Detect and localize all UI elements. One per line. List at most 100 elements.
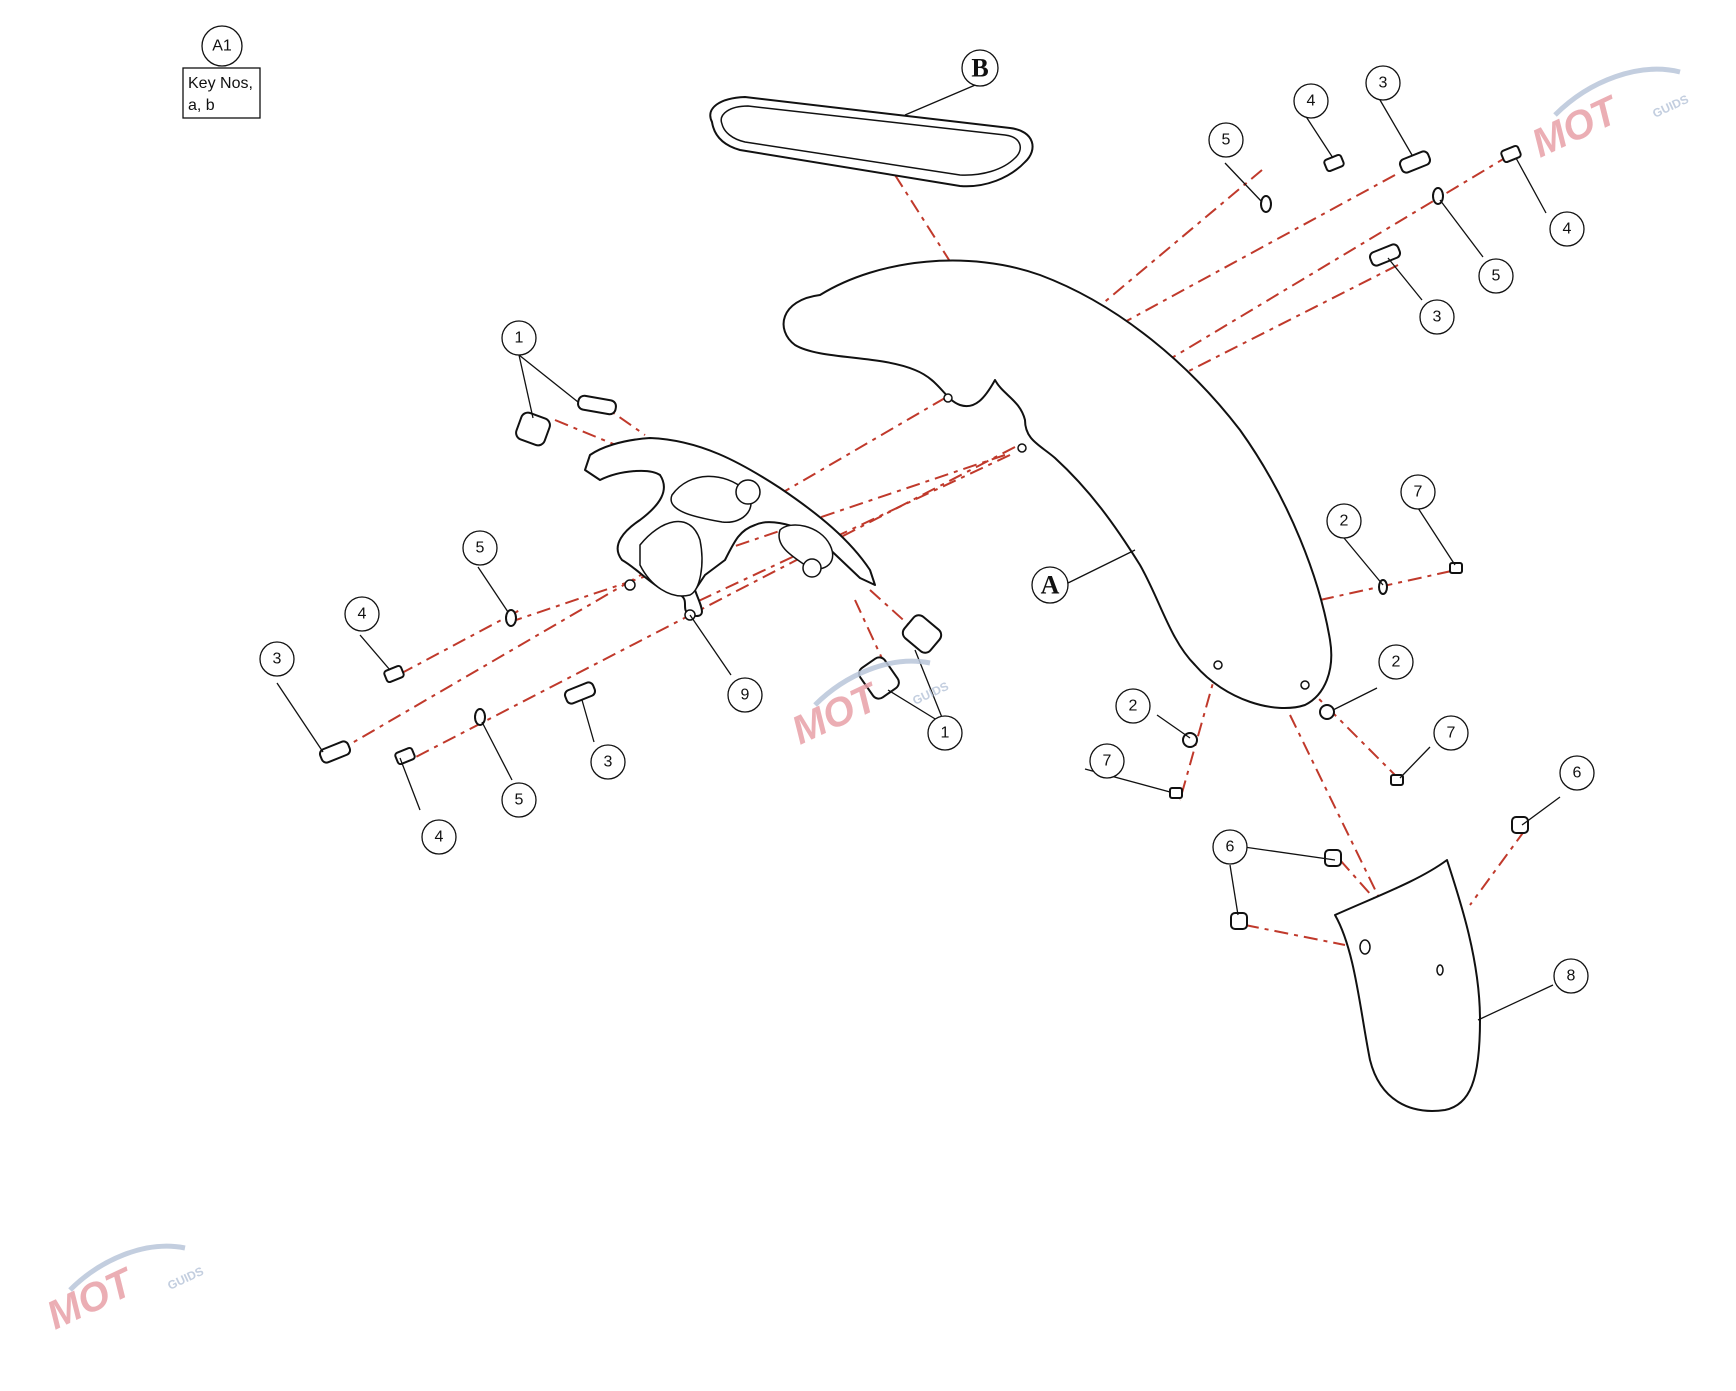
callout-1: 1 [501,320,537,356]
bracket-boss [735,479,761,505]
assembly-line [409,446,1016,761]
callout-4: 4 [1549,211,1585,247]
svg-text:4: 4 [358,606,367,623]
assembly-line [1319,567,1466,601]
watermark-bottom-left: MOT GUIDS [40,1243,206,1338]
svg-text:5: 5 [1492,268,1501,285]
assembly-line [1469,829,1526,906]
svg-text:3: 3 [1379,75,1388,92]
svg-text:7: 7 [1447,725,1456,742]
rubber-pad [901,614,943,654]
svg-text:4: 4 [435,829,444,846]
callout-3: 3 [259,641,295,677]
nut-6 [1230,912,1248,930]
svg-text:5: 5 [476,540,485,557]
svg-text:4: 4 [1307,93,1316,110]
svg-text:7: 7 [1414,484,1423,501]
svg-text:6: 6 [1573,765,1582,782]
part-a-mudguard [782,259,1333,709]
assembly-line [509,454,1006,623]
svg-text:2: 2 [1340,513,1349,530]
callout-a: A [1031,566,1069,604]
extension-hole [1436,964,1444,976]
svg-text:3: 3 [1433,309,1442,326]
assembly-line [854,599,886,666]
assembly-line [1244,924,1346,946]
callout-1: 1 [927,715,963,751]
callout-7: 7 [1089,743,1125,779]
callout-3: 3 [590,744,626,780]
bracket-hole [624,579,636,591]
bracket-cutout [670,475,752,523]
key-box-frame [182,67,261,119]
nut-6 [1324,849,1342,867]
part-9-bracket [584,437,876,621]
clip-2 [1182,732,1198,748]
callout-7: 7 [1433,715,1469,751]
screw-4 [394,746,416,766]
svg-text:3: 3 [604,754,613,771]
callout-5: 5 [501,782,537,818]
svg-text:1: 1 [515,330,524,347]
mudguard-hole [1017,443,1027,453]
tray-inner-rim [720,105,1022,176]
rubber-pad [515,411,551,447]
part-8-extension [1334,859,1481,1112]
mudguard-hole [1300,680,1310,690]
extension-outline [1334,859,1481,1112]
mudguard-outline [782,259,1333,709]
callout-6: 6 [1559,755,1595,791]
callout-5: 5 [1478,258,1514,294]
watermark-tag: GUIDS [1650,92,1690,121]
key-box: A1 Key Nos, a, b [182,25,261,119]
clip-2 [1319,704,1335,720]
svg-text:3: 3 [273,651,282,668]
assembly-line [1174,264,1399,379]
callout-2: 2 [1115,688,1151,724]
washer-5 [505,609,517,627]
callout-5: 5 [462,530,498,566]
callout-2: 2 [1378,644,1414,680]
key-ref-circle [201,25,243,67]
svg-text:9: 9 [741,687,750,704]
nut-6 [1511,816,1529,834]
callout-7: 7 [1400,474,1436,510]
assembly-line [334,397,946,754]
assembly-line [1304,684,1401,781]
watermark-top-right: MOT GUIDS [1525,66,1691,166]
screw-4 [383,664,405,684]
assembly-line [1289,714,1386,911]
assembly-line [894,174,966,286]
watermark-tag: GUIDS [910,679,950,708]
mudguard-hole [943,393,953,403]
screw-3 [318,740,352,764]
callout-2: 2 [1326,503,1362,539]
washer-5 [1260,195,1272,213]
bracket-cutout [639,520,703,597]
screw-3 [563,681,597,705]
assembly-line [1094,169,1263,311]
screw-4 [1323,153,1345,173]
callout-4: 4 [421,819,457,855]
bracket-boss [802,558,822,578]
part-b-tray [709,96,1034,188]
svg-text:1: 1 [941,725,950,742]
callout-5: 5 [1208,122,1244,158]
leader-lines [276,79,1561,1021]
assembly-line [1109,174,1396,331]
svg-text:6: 6 [1226,839,1235,856]
assembly-line [1179,664,1219,801]
assembly-line [1159,154,1511,366]
key-box-line-1: Key Nos, [188,75,253,92]
screw-4 [1500,144,1522,164]
screw-7 [1169,787,1183,799]
svg-text:2: 2 [1129,698,1138,715]
key-ref-label: A1 [212,38,232,55]
fasteners [318,144,1529,930]
callout-8: 8 [1553,958,1589,994]
svg-text:A: A [1041,571,1060,600]
callout-9: 9 [727,677,763,713]
svg-text:2: 2 [1392,654,1401,671]
watermark-tag: GUIDS [165,1264,205,1293]
